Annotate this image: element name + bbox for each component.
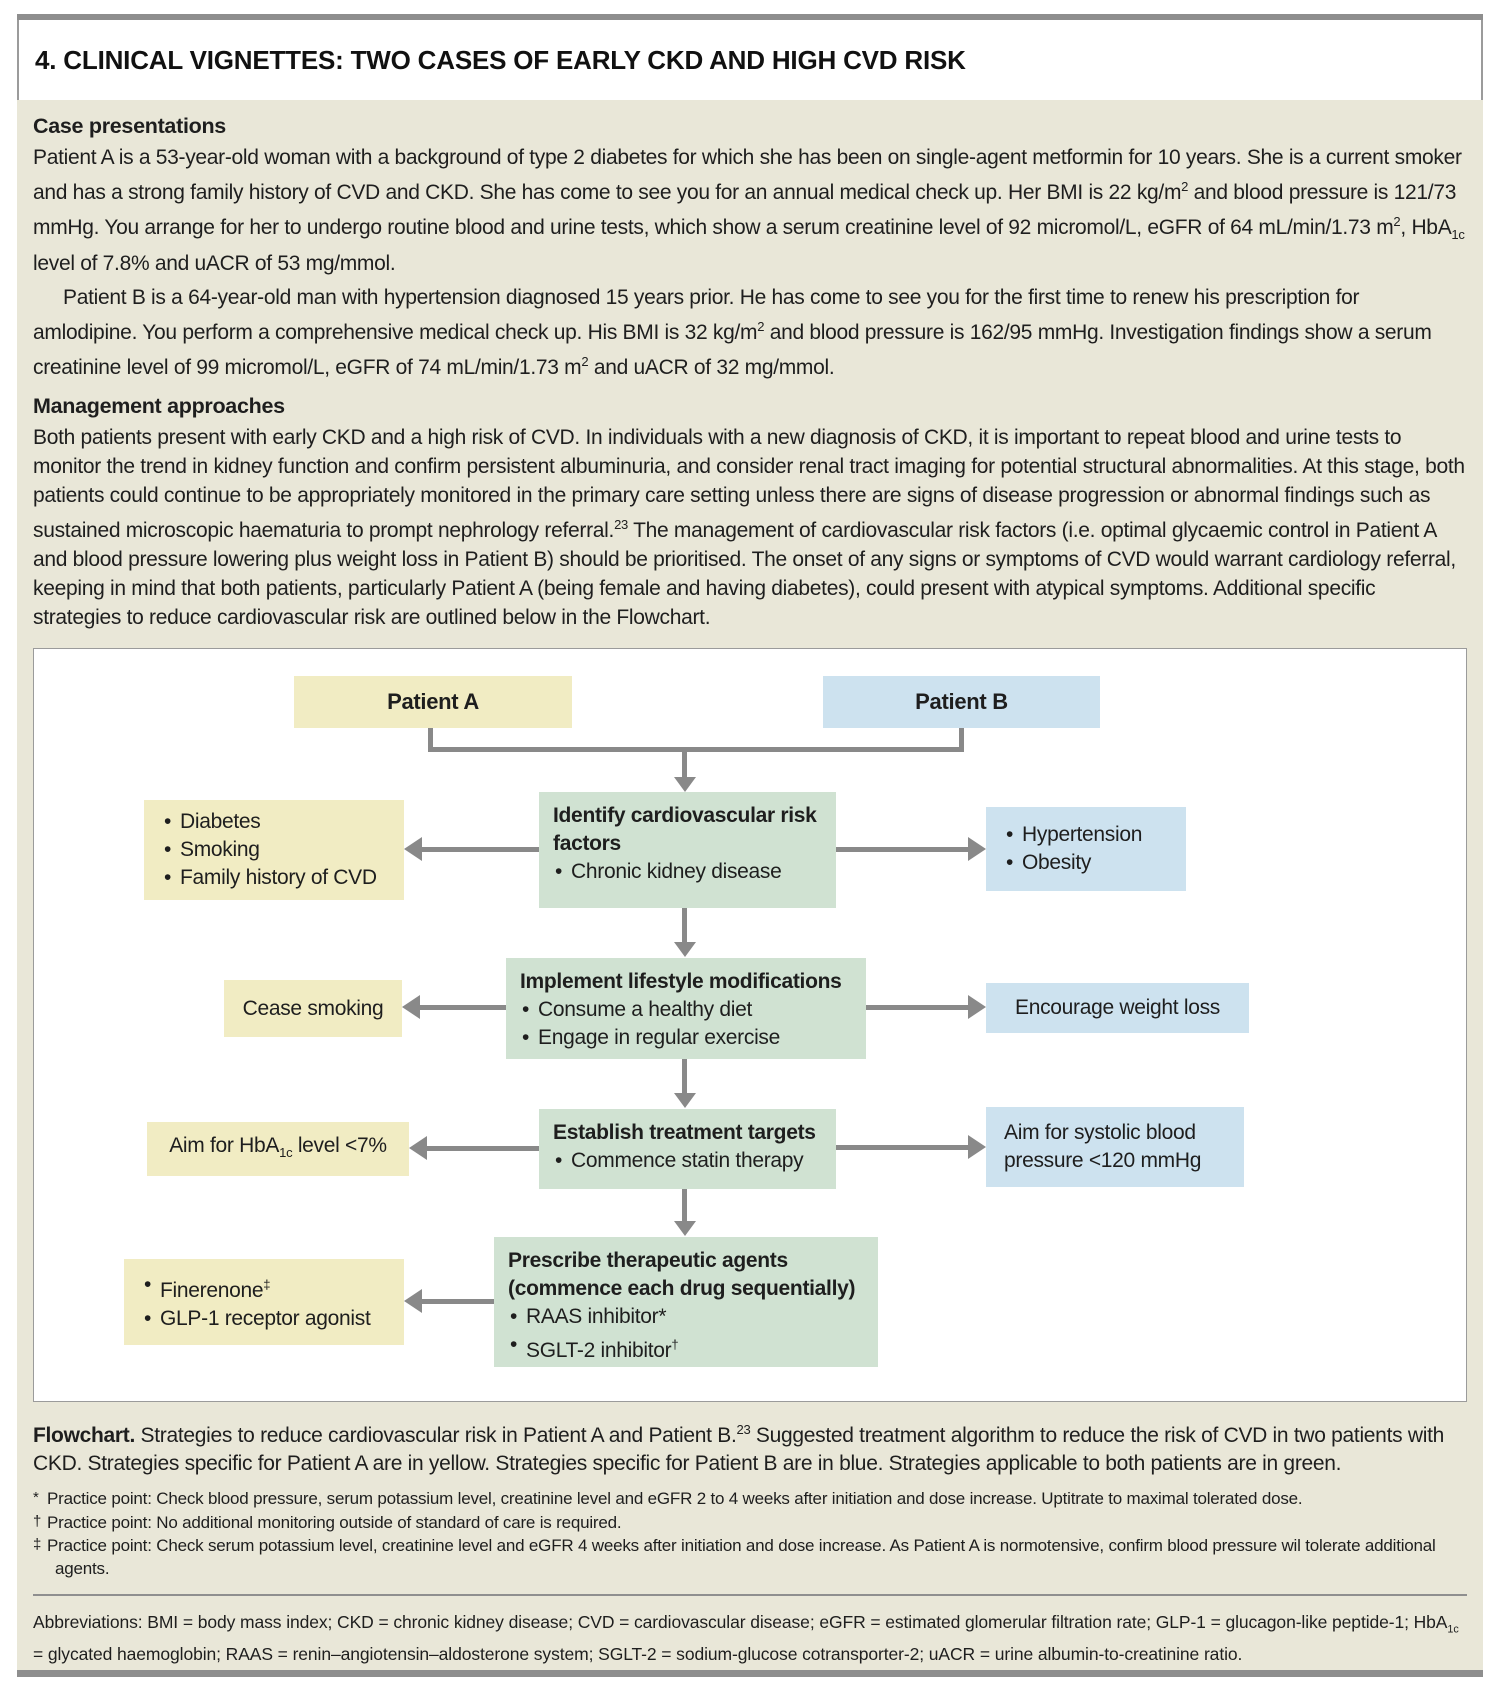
connector-stub-a — [428, 728, 433, 753]
left-arrow-2-shaft — [420, 1005, 506, 1011]
left-arrow-3-shaft — [427, 1146, 539, 1152]
footnotes: * Practice point: Check blood pressure, s… — [33, 1487, 1467, 1580]
bottom-divider-bar — [17, 1670, 1483, 1677]
footnote-text: Practice point: Check blood pressure, se… — [47, 1489, 1303, 1509]
patient-b-paragraph: Patient B is a 64-year-old man with hype… — [33, 286, 1432, 380]
flowchart-caption: Flowchart. Strategies to reduce cardiova… — [33, 1416, 1467, 1478]
right-arrow-1-shaft — [836, 847, 968, 853]
vignette-panel: Case presentations Patient A is a 53-yea… — [17, 100, 1483, 1670]
down-arrow-4-head — [674, 1221, 696, 1237]
box-label: Cease smoking — [242, 996, 384, 1020]
patient-a-agents-box: Finerenone‡ GLP-1 receptor agonist — [124, 1259, 404, 1346]
lifestyle-modifications-box: Implement lifestyle modifications Consum… — [506, 958, 866, 1060]
patient-a-risk-factors-box: Diabetes Smoking Family history of CVD — [144, 800, 404, 901]
step-title: Identify cardiovascular risk factors — [553, 804, 817, 856]
bullet-item: SGLT-2 inhibitor† — [508, 1331, 864, 1365]
divider-rule — [33, 1594, 1467, 1597]
down-arrow-2-head — [674, 942, 696, 958]
bullet-item: Smoking — [162, 836, 392, 864]
right-arrow-3-shaft — [836, 1145, 968, 1151]
top-divider-bar — [17, 14, 1483, 20]
caption-text: Strategies to reduce cardiovascular risk… — [33, 1422, 1444, 1476]
abbreviations: Abbreviations: BMI = body mass index; CK… — [33, 1612, 1459, 1664]
bullet-item: RAAS inhibitor* — [508, 1303, 864, 1331]
bullet-item: Consume a healthy diet — [520, 996, 852, 1024]
bullet-item: Commence statin therapy — [553, 1147, 822, 1175]
footnote-dagger: † Practice point: No additional monitorin… — [33, 1511, 1467, 1535]
box-label: Aim for HbA1c level <7% — [169, 1133, 387, 1160]
patient-a-paragraph: Patient A is a 53-year-old woman with a … — [33, 146, 1465, 276]
box-label: Aim for systolic blood pressure <120 mmH… — [1004, 1121, 1202, 1173]
footnote-asterisk: * Practice point: Check blood pressure, s… — [33, 1487, 1467, 1511]
bullet-item: Finerenone‡ — [142, 1271, 392, 1305]
systolic-bp-target-box: Aim for systolic blood pressure <120 mmH… — [986, 1107, 1244, 1188]
left-arrow-3-head — [409, 1136, 427, 1161]
patient-a-box: Patient A — [294, 676, 572, 729]
left-arrow-4-shaft — [422, 1299, 494, 1305]
right-arrow-2-head — [968, 995, 986, 1020]
patient-b-box: Patient B — [823, 676, 1100, 729]
bullet-item: GLP-1 receptor agonist — [142, 1305, 392, 1333]
footnote-double-dagger: ‡ Practice point: Check serum potassium l… — [33, 1534, 1467, 1580]
bullet-item: Diabetes — [162, 808, 392, 836]
down-arrow-3-head — [674, 1093, 696, 1109]
step-title: Implement lifestyle modifications — [520, 970, 842, 994]
patient-b-risk-factors-box: Hypertension Obesity — [986, 807, 1186, 892]
left-arrow-1-shaft — [422, 847, 539, 853]
hba1c-target-box: Aim for HbA1c level <7% — [147, 1122, 409, 1177]
down-arrow-4-shaft — [682, 1189, 687, 1222]
encourage-weight-loss-box: Encourage weight loss — [986, 983, 1249, 1034]
caption-label: Flowchart. — [33, 1424, 136, 1448]
connector-stub-b — [959, 728, 964, 753]
treatment-targets-box: Establish treatment targets Commence sta… — [539, 1109, 836, 1190]
bullet-item: Family history of CVD — [162, 864, 392, 892]
footnote-text: Practice point: Check serum potassium le… — [47, 1536, 1436, 1578]
right-arrow-2-shaft — [866, 1005, 968, 1011]
bullet-item: Chronic kidney disease — [553, 858, 822, 886]
therapeutic-agents-box: Prescribe therapeutic agents(commence ea… — [494, 1237, 878, 1368]
down-arrow-1-shaft — [682, 752, 687, 778]
left-arrow-2-head — [402, 995, 420, 1020]
down-arrow-2-shaft — [682, 908, 687, 943]
flowchart: Patient A Patient B Identify cardiovascu… — [33, 648, 1467, 1403]
step-title: Establish treatment targets — [553, 1121, 816, 1145]
left-arrow-4-head — [404, 1289, 422, 1314]
identify-risk-factors-box: Identify cardiovascular risk factors Chr… — [539, 792, 836, 909]
box-label: Encourage weight loss — [1015, 996, 1220, 1020]
bullet-item: Obesity — [1004, 849, 1174, 877]
left-arrow-1-head — [404, 837, 422, 862]
bullet-item: Hypertension — [1004, 821, 1174, 849]
right-arrow-3-head — [968, 1135, 986, 1160]
connector-bar — [428, 747, 964, 753]
patient-b-label: Patient B — [915, 689, 1008, 715]
step-title: Prescribe therapeutic agents(commence ea… — [508, 1249, 856, 1301]
management-heading: Management approaches — [33, 394, 285, 419]
section-title: 4. CLINICAL VIGNETTES: TWO CASES OF EARL… — [35, 44, 966, 75]
footnote-text: Practice point: No additional monitoring… — [47, 1512, 622, 1532]
footnote-symbol: ‡ — [33, 1536, 42, 1554]
section-header: 4. CLINICAL VIGNETTES: TWO CASES OF EARL… — [17, 20, 1483, 100]
right-arrow-1-head — [968, 837, 986, 862]
case-presentations-heading: Case presentations — [33, 114, 226, 138]
patient-a-label: Patient A — [387, 689, 479, 715]
bullet-item: Engage in regular exercise — [520, 1024, 852, 1052]
cease-smoking-box: Cease smoking — [224, 980, 402, 1038]
footnote-symbol: * — [33, 1489, 39, 1507]
management-paragraph: Both patients present with early CKD and… — [33, 426, 1465, 630]
down-arrow-3-shaft — [682, 1059, 687, 1094]
down-arrow-1-head — [674, 777, 696, 793]
footnote-symbol: † — [33, 1512, 42, 1530]
